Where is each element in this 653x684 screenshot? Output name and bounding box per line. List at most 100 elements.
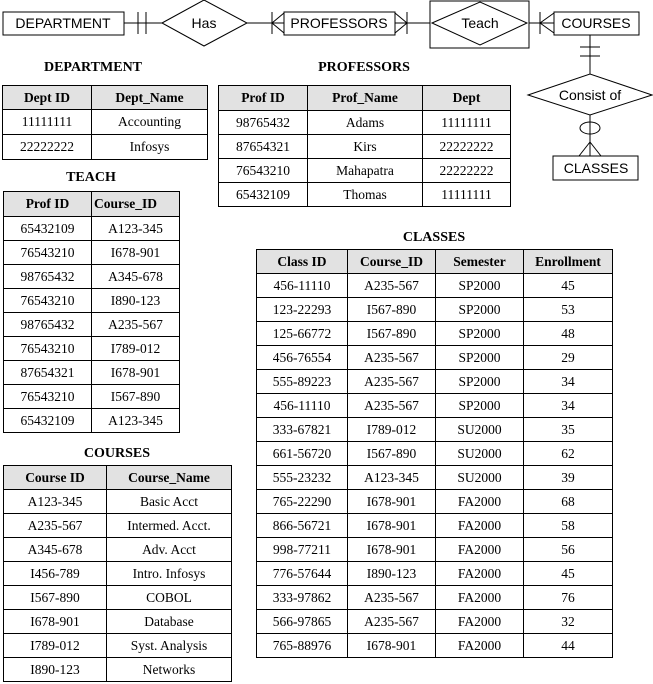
table-cell: 62: [523, 441, 613, 466]
table-cell: A235-567: [3, 513, 107, 538]
column-header: Course_Name: [106, 465, 232, 490]
table-cell: 866-56721: [256, 513, 348, 538]
table-cell: I678-901: [91, 360, 180, 385]
professors-table-title: PROFESSORS: [318, 60, 410, 75]
relationship-teach: [430, 1, 529, 46]
table-cell: Mahapatra: [307, 158, 423, 183]
table-cell: I678-901: [347, 513, 436, 538]
relationship-consist-of-label: Consist of: [559, 87, 621, 103]
table-cell: A123-345: [3, 489, 107, 514]
table-cell: 998-77211: [256, 537, 348, 562]
table-cell: 58: [523, 513, 613, 538]
table-cell: I678-901: [3, 609, 107, 634]
table-cell: A123-345: [347, 465, 436, 490]
table-cell: SU2000: [435, 417, 524, 442]
table-cell: 333-97862: [256, 585, 348, 610]
table-cell: 22222222: [422, 158, 511, 183]
table-cell: 65432109: [218, 182, 308, 207]
table-cell: SU2000: [435, 441, 524, 466]
table-cell: A235-567: [347, 345, 436, 370]
table-cell: 48: [523, 321, 613, 346]
table-cell: 76: [523, 585, 613, 610]
table-cell: Networks: [106, 657, 232, 682]
table-cell: 456-76554: [256, 345, 348, 370]
table-cell: I678-901: [347, 633, 436, 658]
table-cell: 45: [523, 561, 613, 586]
table-cell: 555-23232: [256, 465, 348, 490]
column-header: Dept_Name: [91, 85, 208, 110]
table-cell: 22222222: [2, 134, 92, 160]
table-cell: I890-123: [91, 288, 180, 313]
table-cell: A235-567: [347, 273, 436, 298]
table-cell: I567-890: [347, 321, 436, 346]
table-cell: Basic Acct: [106, 489, 232, 514]
table-cell: 87654321: [3, 360, 92, 385]
table-cell: A345-678: [91, 264, 180, 289]
table-cell: 11111111: [422, 182, 511, 207]
entity-department: [2, 11, 125, 36]
courses-table-title: COURSES: [83, 446, 151, 461]
table-cell: FA2000: [435, 585, 524, 610]
table-cell: 56: [523, 537, 613, 562]
column-header: Enrollment: [523, 249, 613, 274]
table-cell: FA2000: [435, 537, 524, 562]
table-cell: Syst. Analysis: [106, 633, 232, 658]
er-diagram: DEPARTMENT Has PROFESSORS Teach COURSES …: [2, 0, 653, 181]
table-cell: 98765432: [3, 264, 92, 289]
column-header: Course_ID: [91, 191, 180, 217]
table-cell: 76543210: [3, 288, 92, 313]
table-cell: FA2000: [435, 561, 524, 586]
department-table-title: DEPARTMENT: [43, 60, 143, 75]
table-cell: 98765432: [3, 312, 92, 337]
table-cell: A235-567: [91, 312, 180, 337]
entity-professors-label: PROFESSORS: [290, 15, 387, 31]
table-cell: A123-345: [91, 216, 180, 241]
table-cell: 87654321: [218, 134, 308, 159]
table-cell: 123-22293: [256, 297, 348, 322]
teach-table-title: TEACH: [66, 170, 116, 185]
table-cell: 125-66772: [256, 321, 348, 346]
table-cell: 765-88976: [256, 633, 348, 658]
column-header: Prof ID: [218, 85, 308, 111]
column-header: Dept: [422, 85, 511, 111]
entity-professors: [283, 11, 396, 36]
table-cell: I567-890: [3, 585, 107, 610]
column-header: Prof_Name: [307, 85, 423, 111]
table-cell: 22222222: [422, 134, 511, 159]
column-header: Prof ID: [3, 191, 92, 217]
classes-table-title: CLASSES: [402, 230, 466, 245]
relationship-has: [160, 0, 249, 47]
table-cell: Intermed. Acct.: [106, 513, 232, 538]
table-cell: I456-789: [3, 561, 107, 586]
table-cell: 35: [523, 417, 613, 442]
table-cell: I890-123: [3, 657, 107, 682]
table-cell: Infosys: [91, 134, 208, 160]
table-cell: 76543210: [218, 158, 308, 183]
table-cell: I567-890: [91, 384, 180, 409]
relationship-teach-box: [429, 0, 530, 49]
relationship-has-label: Has: [192, 15, 217, 31]
table-cell: 11111111: [422, 110, 511, 135]
